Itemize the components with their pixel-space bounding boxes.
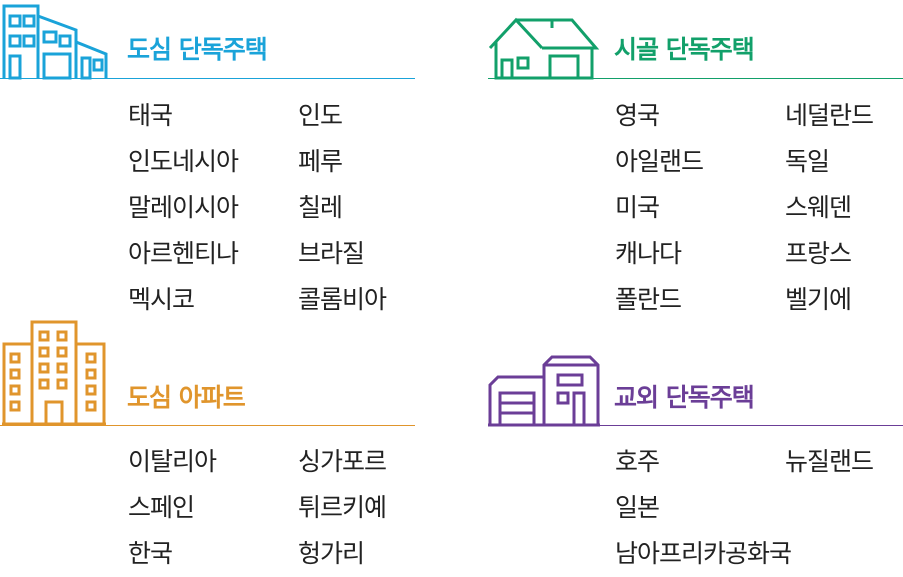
country-item: 일본 xyxy=(615,493,660,522)
country-item: 브라질 xyxy=(298,239,365,268)
country-item: 한국 xyxy=(128,539,173,568)
country-item: 튀르키예 xyxy=(298,493,387,522)
country-item: 태국 xyxy=(128,101,173,130)
country-item: 싱가포르 xyxy=(298,447,387,476)
suburban-house-garage-icon xyxy=(488,355,600,427)
rural-house-country-list: 영국 네덜란드 아일랜드 독일 미국 스웨덴 캐나다 프랑스 폴란드 벨기에 xyxy=(615,93,903,323)
country-item: 이탈리아 xyxy=(128,447,217,476)
country-item: 말레이시아 xyxy=(128,193,239,222)
country-item: 영국 xyxy=(615,101,660,130)
country-item xyxy=(785,485,903,531)
country-item: 인도네시아 xyxy=(128,147,239,176)
apartment-building-icon xyxy=(2,320,106,426)
country-item: 멕시코 xyxy=(128,285,195,314)
country-item: 뉴질랜드 xyxy=(785,447,874,476)
country-item: 캐나다 xyxy=(615,239,682,268)
urban-apartment-divider xyxy=(0,425,415,426)
country-item: 헝가리 xyxy=(298,539,365,568)
urban-apartment-country-list: 이탈리아 싱가포르 스페인 튀르키예 한국 헝가리 xyxy=(128,439,428,577)
suburban-house-country-list: 호주 뉴질랜드 일본 남아프리카공화국 xyxy=(615,439,903,577)
country-item: 네덜란드 xyxy=(785,101,874,130)
urban-house-title: 도심 단독주택 xyxy=(127,35,268,64)
country-item: 스페인 xyxy=(128,493,195,522)
rural-house-title: 시골 단독주택 xyxy=(614,35,755,64)
country-item: 남아프리카공화국 xyxy=(615,539,792,568)
urban-house-divider xyxy=(0,78,415,79)
country-item: 독일 xyxy=(785,147,830,176)
country-item: 미국 xyxy=(615,193,660,222)
urban-house-country-list: 태국 인도 인도네시아 페루 말레이시아 칠레 아르헨티나 브라질 멕시코 콜롬… xyxy=(128,93,428,323)
city-buildings-icon xyxy=(2,4,108,80)
country-item: 인도 xyxy=(298,101,343,130)
country-house-icon xyxy=(488,17,600,80)
country-item: 벨기에 xyxy=(785,285,852,314)
country-item: 스웨덴 xyxy=(785,193,852,222)
country-item: 아르헨티나 xyxy=(128,239,239,268)
country-item: 칠레 xyxy=(298,193,343,222)
country-item: 콜롬비아 xyxy=(298,285,387,314)
suburban-house-title: 교외 단독주택 xyxy=(614,383,755,412)
country-item: 폴란드 xyxy=(615,285,682,314)
rural-house-divider xyxy=(488,78,903,79)
country-item: 프랑스 xyxy=(785,239,852,268)
urban-apartment-title: 도심 아파트 xyxy=(127,383,246,412)
country-item xyxy=(785,531,903,577)
country-item: 아일랜드 xyxy=(615,147,704,176)
country-item: 페루 xyxy=(298,147,343,176)
suburban-house-divider xyxy=(488,425,903,426)
country-item: 호주 xyxy=(615,447,660,476)
